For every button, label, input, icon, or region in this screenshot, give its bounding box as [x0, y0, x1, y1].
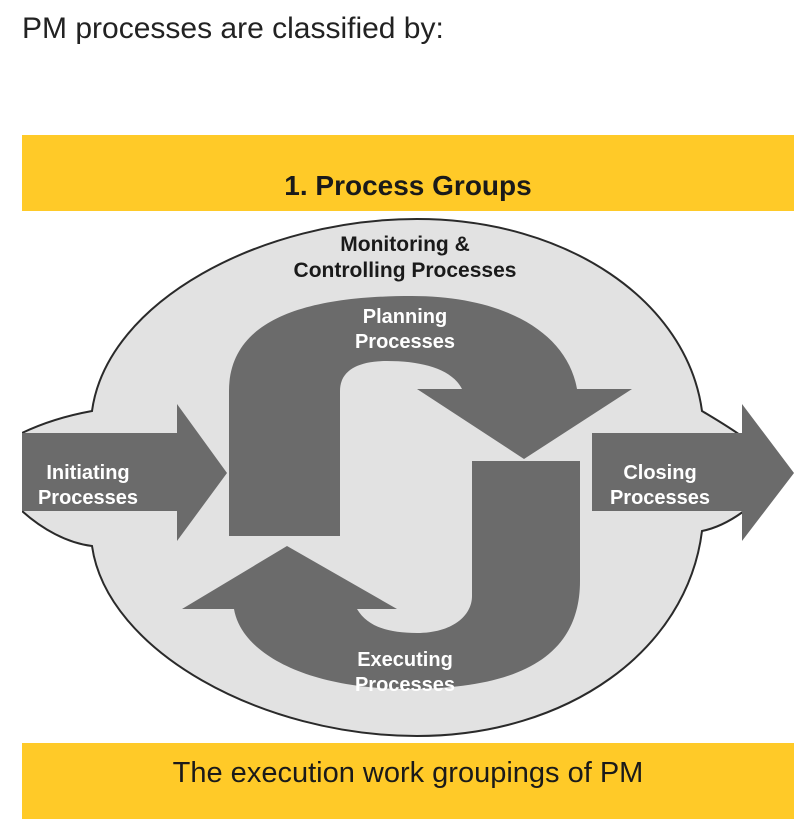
intro-text: PM processes are classified by:: [22, 12, 444, 45]
monitoring-label-line2: Controlling Processes: [294, 259, 517, 282]
planning-arrow-shape: [229, 296, 632, 536]
planning-label-line2: Processes: [355, 331, 455, 353]
closing-arrow-shape: [592, 404, 794, 541]
card-caption: The execution work groupings of PM: [172, 756, 644, 789]
process-groups-diagram: Monitoring & Controlling Processes Plann…: [22, 211, 794, 743]
monitoring-label-line1: Monitoring &: [340, 233, 469, 256]
process-groups-card: 1. Process Groups Monitoring & Controlli…: [22, 135, 794, 819]
initiating-label-line2: Processes: [38, 487, 138, 509]
initiating-label-line1: Initiating: [46, 462, 129, 484]
card-title: 1. Process Groups: [284, 170, 532, 201]
closing-label-line2: Processes: [610, 487, 710, 509]
closing-label-line1: Closing: [623, 462, 696, 484]
planning-label-line1: Planning: [363, 306, 447, 328]
diagram-svg: Monitoring & Controlling Processes Plann…: [22, 217, 794, 738]
executing-label-line2: Processes: [355, 674, 455, 696]
initiating-arrow-shape: [22, 404, 227, 541]
executing-arrow-shape: [182, 461, 580, 689]
executing-label-line1: Executing: [357, 649, 453, 671]
